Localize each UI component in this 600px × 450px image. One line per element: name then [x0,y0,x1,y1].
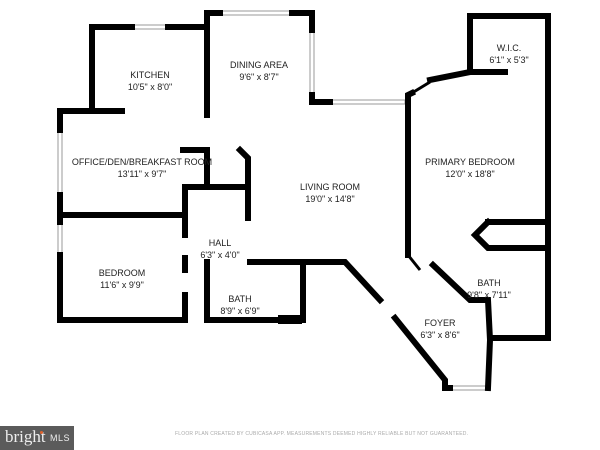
logo-suffix: MLS [50,433,71,443]
room-living-room: LIVING ROOM 19'0" x 14'8" [300,181,360,205]
room-name: PRIMARY BEDROOM [425,157,515,167]
room-kitchen: KITCHEN 10'5" x 8'0" [128,69,172,93]
window [219,10,293,16]
room-wic: W.I.C. 6'1" x 5'3" [489,42,528,66]
window [329,99,406,105]
room-office: OFFICE/DEN/BREAKFAST ROOM 13'11" x 9'7" [72,156,212,180]
bright-mls-logo: bright MLS [0,426,74,450]
room-size: 13'11" x 9'7" [117,169,167,179]
window [57,129,63,196]
room-name: LIVING ROOM [299,182,361,192]
window [309,29,315,96]
room-size: 19'0" x 14'8" [305,194,355,204]
room-name: FOYER [424,318,456,328]
room-name: KITCHEN [130,70,170,80]
room-name: OFFICE/DEN/BREAKFAST ROOM [71,157,213,167]
room-size: 8'9" x 6'9" [220,306,260,316]
walls [57,10,551,392]
room-name: BATH [477,278,501,288]
room-size: 9'8" x 7'11" [467,290,511,300]
room-name: BATH [228,294,252,304]
room-size: 10'5" x 8'0" [127,82,173,92]
room-name: HALL [208,238,232,248]
room-name: W.I.C. [496,43,522,53]
room-size: 9'6" x 8'7" [239,72,279,82]
room-name: DINING AREA [229,60,289,70]
room-size: 6'1" x 5'3" [489,55,529,65]
disclaimer: FLOOR PLAN CREATED BY CUBICASA APP. MEAS… [175,431,469,437]
room-bath: BATH 8'9" x 6'9" [220,293,259,317]
logo-dot [40,431,43,434]
room-size: 12'0" x 18'8" [445,169,495,179]
room-size: 6'3" x 4'0" [200,250,240,260]
window [131,24,169,30]
room-primary-bedroom: PRIMARY BEDROOM 12'0" x 18'8" [425,156,515,180]
logo-text: bright [5,427,46,446]
room-foyer: FOYER 6'3" x 8'6" [420,317,459,341]
room-primary-bath: BATH 9'8" x 7'11" [467,277,511,301]
room-size: 6'3" x 8'6" [420,330,460,340]
room-hall: HALL 6'3" x 4'0" [200,237,239,261]
room-name: BEDROOM [98,268,146,278]
window [449,385,489,391]
room-size: 11'6" x 9'9" [100,280,144,290]
room-bedroom: BEDROOM 11'6" x 9'9" [99,267,146,291]
room-dining-area: DINING AREA 9'6" x 8'7" [230,59,288,83]
window [57,221,63,256]
